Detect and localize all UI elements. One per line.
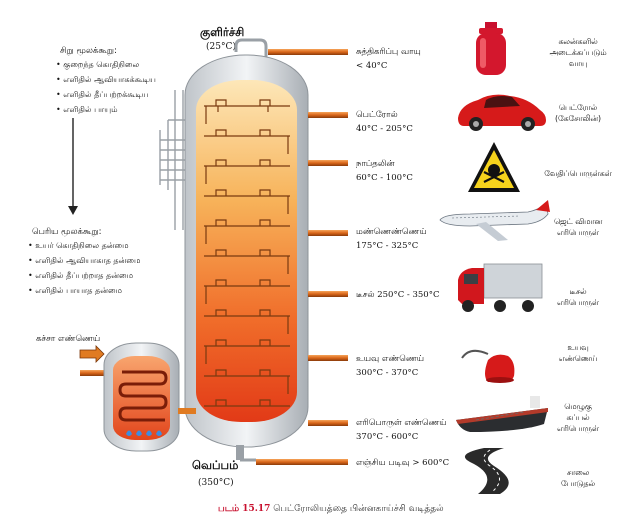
road-icon — [464, 448, 509, 494]
column-trays — [204, 99, 290, 407]
small-molecules-list: • குறைந்த கொதிநிலை • எளிதில் ஆவியாகக்கூட… — [56, 57, 156, 117]
product-label: சாலைபோடுதல் — [561, 468, 595, 488]
heating-coil — [118, 370, 168, 422]
hazard-sign-icon — [468, 142, 520, 192]
oil-can-icon — [461, 349, 515, 383]
list-item: • குறைந்த கொதிநிலை — [56, 60, 140, 69]
column-interior — [196, 80, 297, 422]
fraction-label: பெட்ரோல்40°C - 205°C — [356, 110, 413, 134]
product-label: டீசல்எரிபொருள் — [557, 287, 599, 307]
fraction-label: எரிபொருள் எண்ணெய்370°C - 600°C — [356, 418, 447, 442]
product-label: மெழுகுகப்பல்எரிபொருள் — [557, 402, 599, 433]
list-item: • எளிதில் தீப்பற்றாத தன்மை — [28, 271, 134, 280]
fraction-label: எஞ்சிய படிவு > 600°C — [356, 458, 450, 468]
product-label: கலன்களில்அடைக்கப்படும்வாயு — [549, 37, 607, 68]
list-item: • எளிதில் பாயும் — [56, 105, 118, 114]
crude-oil-pipe — [80, 370, 114, 376]
down-arrow-head — [68, 206, 78, 215]
column-downcomers — [205, 106, 289, 394]
figure-title: பெட்ரோலியத்தை பின்னகாய்ச்சி வடித்தல் — [273, 504, 444, 514]
gas-cylinder-icon — [476, 22, 506, 75]
burner-flames — [126, 430, 162, 436]
output-pipes — [256, 49, 348, 465]
figure-number: படம் 15.17 — [218, 504, 271, 514]
sports-car-icon — [458, 94, 546, 131]
crude-oil-feed-arrow — [79, 345, 105, 363]
vapour-pipe — [234, 38, 268, 70]
fraction-label: சுத்திகரிப்பு வாயு< 40°C — [356, 47, 421, 71]
list-item: • எளிதில் ஆவியாகக்கூடிய — [56, 75, 156, 84]
figure-caption: படம் 15.17 பெட்ரோலியத்தை பின்னகாய்ச்சி வ… — [218, 504, 444, 515]
product-label: பெட்ரோல்(கேசோலின்) — [554, 103, 602, 123]
list-item: • எளிதில் ஆவியாகாத தன்மை — [28, 256, 141, 265]
fraction-label: நாப்தலின்60°C - 100°C — [356, 159, 413, 183]
list-item: • எளிதில் தீப்பற்றக்கூடிய — [56, 90, 149, 99]
hot-bottom-label: வெப்பம் — [192, 458, 239, 472]
product-label: வேதிப்பொருள்கள் — [544, 169, 612, 178]
residue-pipe — [236, 445, 244, 460]
crude-oil-label: கச்சா எண்ணெய் — [36, 334, 101, 344]
jet-plane-icon — [439, 200, 550, 241]
list-item: • உயர் கொதிநிலை தன்மை — [28, 241, 129, 250]
furnace-interior — [113, 356, 170, 440]
fraction-label: உயவு எண்ணெய்300°C - 370°C — [356, 354, 425, 378]
cool-top-label: குளிர்ச்சி — [200, 25, 245, 39]
side-rack — [159, 90, 190, 230]
fraction-label: டீசல் 250°C - 350°C — [356, 290, 440, 300]
small-molecules-title: சிறு மூலக்கூறு: — [60, 46, 117, 56]
large-molecules-list: • உயர் கொதிநிலை தன்மை • எளிதில் ஆவியாகாத… — [28, 238, 140, 298]
furnace-to-column-pipe — [178, 408, 196, 414]
truck-icon — [458, 263, 543, 312]
fraction-label: மண்ணெண்ணெய்175°C - 325°C — [356, 227, 427, 251]
ship-icon — [456, 396, 548, 432]
list-item: • எளிதில் பாயாத தன்மை — [28, 286, 122, 295]
cool-top-temp: (25°C) — [206, 42, 236, 52]
hot-bottom-temp: (350°C) — [198, 478, 234, 488]
large-molecules-title: பெரிய மூலக்கூறு: — [32, 227, 102, 237]
product-label: உயவுஎண்ணெய் — [558, 343, 598, 363]
